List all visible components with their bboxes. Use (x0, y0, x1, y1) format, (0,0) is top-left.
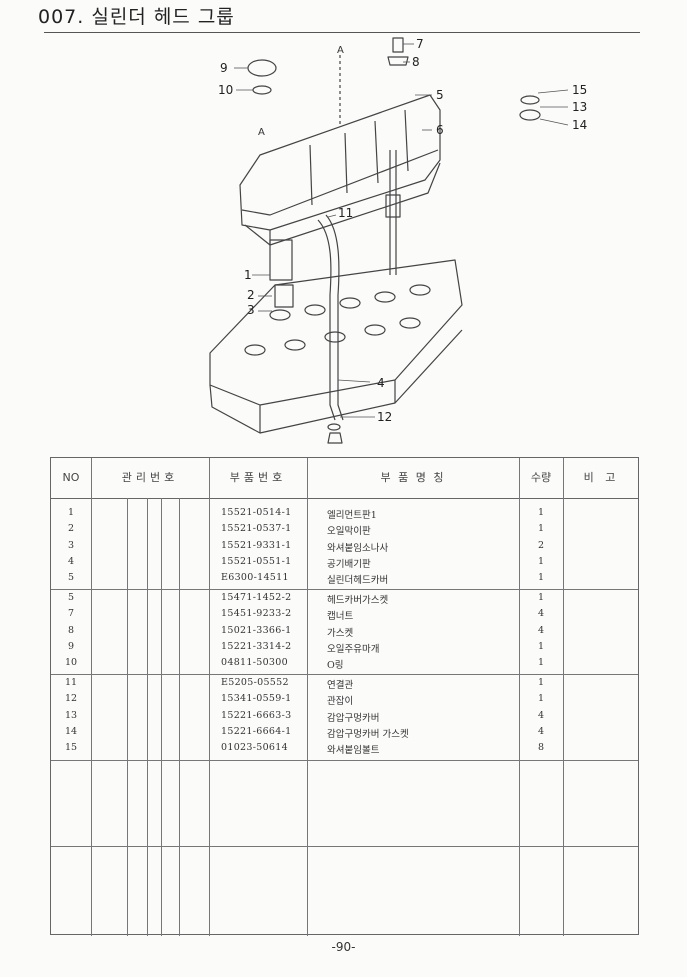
cell-part-name: 엘리먼트판1 (327, 510, 377, 521)
cylinder-head-cover (239, 94, 441, 231)
cell-part-no: 04811-50300 (221, 657, 288, 669)
callout-14: 14 (572, 118, 587, 132)
cell-qty: 2 (537, 539, 545, 551)
cell-no: 11 (64, 677, 78, 688)
callout-10: 10 (218, 83, 233, 97)
callout-7: 7 (416, 37, 424, 51)
cell-part-name: O링 (327, 660, 344, 672)
o-ring (252, 85, 272, 95)
cell-part-no: 15521-0551-1 (221, 555, 292, 567)
cell-no: 10 (64, 657, 78, 669)
cell-part-no: 15451-9233-2 (221, 608, 292, 620)
cell-no: 4 (67, 555, 75, 567)
col-header-no: NO (62, 471, 80, 484)
cell-no: 8 (67, 624, 75, 636)
parts-table: NO 관리번호 부품번호 부 품 명 칭 수량 비 고 1 15521-0514-… (50, 457, 639, 936)
callout-2: 2 (247, 288, 255, 302)
oil-filler-cap (247, 59, 277, 77)
cell-part-name: 오일막이판 (327, 526, 371, 538)
cell-qty: 4 (537, 608, 545, 620)
cell-part-name: 가스켓 (327, 627, 354, 639)
cell-part-name: 연결관 (327, 680, 354, 691)
cell-qty: 8 (537, 742, 545, 754)
cell-qty: 4 (537, 709, 545, 721)
cylinder-head-exploded-diagram: A A 1 2 3 4 5 6 7 8 9 10 11 12 13 14 15 (209, 37, 587, 444)
cell-no: 5 (67, 592, 75, 603)
callout-11: 11 (338, 206, 353, 220)
cylinder-head-block (209, 259, 463, 406)
cell-part-name: 관잡이 (327, 696, 354, 708)
col-header-mgmt-no: 관리번호 (121, 471, 179, 484)
cell-no: 14 (64, 725, 78, 737)
section-mark-top: A (337, 45, 344, 56)
cell-no: 5 (67, 572, 75, 584)
cell-no: 2 (67, 523, 75, 535)
callout-3: 3 (247, 303, 255, 317)
cell-qty: 1 (537, 592, 545, 603)
cell-part-no: 15521-9331-1 (221, 539, 292, 551)
callout-9: 9 (220, 61, 228, 75)
col-header-remarks: 비 고 (583, 471, 620, 484)
cell-no: 7 (67, 608, 75, 620)
cell-part-no: 01023-50614 (221, 742, 288, 754)
cell-qty: 1 (537, 657, 545, 669)
table-header: NO 관리번호 부품번호 부 품 명 칭 수량 비 고 (51, 458, 638, 499)
breather-pipe (317, 219, 336, 421)
cell-part-name: 와셔붙임소나사 (327, 542, 389, 554)
cell-no: 1 (67, 507, 75, 518)
col-header-part-name: 부 품 명 칭 (380, 471, 446, 484)
cell-part-no: 15021-3366-1 (221, 624, 292, 636)
cell-no: 12 (64, 693, 78, 705)
cell-part-no: 15221-3314-2 (221, 640, 292, 652)
cell-part-no: 15521-0514-1 (221, 507, 292, 518)
cell-qty: 1 (537, 555, 545, 567)
callout-13: 13 (572, 100, 587, 114)
cell-part-no: 15221-6663-3 (221, 709, 292, 721)
page-title: 007. 실린더 헤드 그룹 (38, 6, 235, 28)
cell-part-name: 공기배기판 (327, 558, 371, 570)
cell-part-name: 감압구멍카버 가스켓 (327, 728, 409, 740)
cell-qty: 1 (537, 677, 545, 688)
callout-8: 8 (412, 55, 420, 69)
cell-qty: 1 (537, 523, 545, 535)
cell-part-no: 15521-0537-1 (221, 523, 292, 535)
cell-no: 9 (67, 640, 75, 652)
cell-part-no: 15341-0559-1 (221, 693, 292, 705)
cell-part-no: E6300-14511 (221, 572, 289, 584)
cell-no: 15 (64, 742, 78, 754)
cell-part-name: 헤드카버가스켓 (327, 595, 389, 606)
callout-15: 15 (572, 83, 587, 97)
callout-1: 1 (244, 268, 252, 282)
cell-qty: 1 (537, 572, 545, 584)
cell-qty: 1 (537, 640, 545, 652)
cell-part-name: 오일주유마개 (327, 643, 380, 655)
col-header-qty: 수량 (530, 471, 552, 484)
cell-part-no: E5205-05552 (221, 677, 289, 688)
cell-part-no: 15221-6664-1 (221, 725, 292, 737)
callout-12: 12 (377, 410, 392, 424)
section-mark-bottom: A (258, 127, 265, 138)
cell-no: 13 (64, 709, 78, 721)
cell-qty: 1 (537, 507, 545, 518)
cell-qty: 4 (537, 725, 545, 737)
cell-qty: 4 (537, 624, 545, 636)
callout-4: 4 (377, 376, 385, 390)
page-number: -90- (331, 940, 356, 954)
cell-part-name: 캡너트 (327, 611, 354, 623)
cell-part-no: 15471-1452-2 (221, 592, 292, 603)
col-header-part-no: 부품번호 (229, 471, 287, 484)
callout-5: 5 (436, 88, 444, 102)
cell-part-name: 와셔붙임볼트 (327, 745, 380, 757)
cell-no: 3 (67, 539, 75, 551)
cell-qty: 1 (537, 693, 545, 705)
title-divider (44, 32, 640, 33)
callout-6: 6 (436, 123, 444, 137)
cell-part-name: 감압구멍카버 (327, 712, 380, 724)
cell-part-name: 실린더헤드카버 (327, 575, 389, 587)
